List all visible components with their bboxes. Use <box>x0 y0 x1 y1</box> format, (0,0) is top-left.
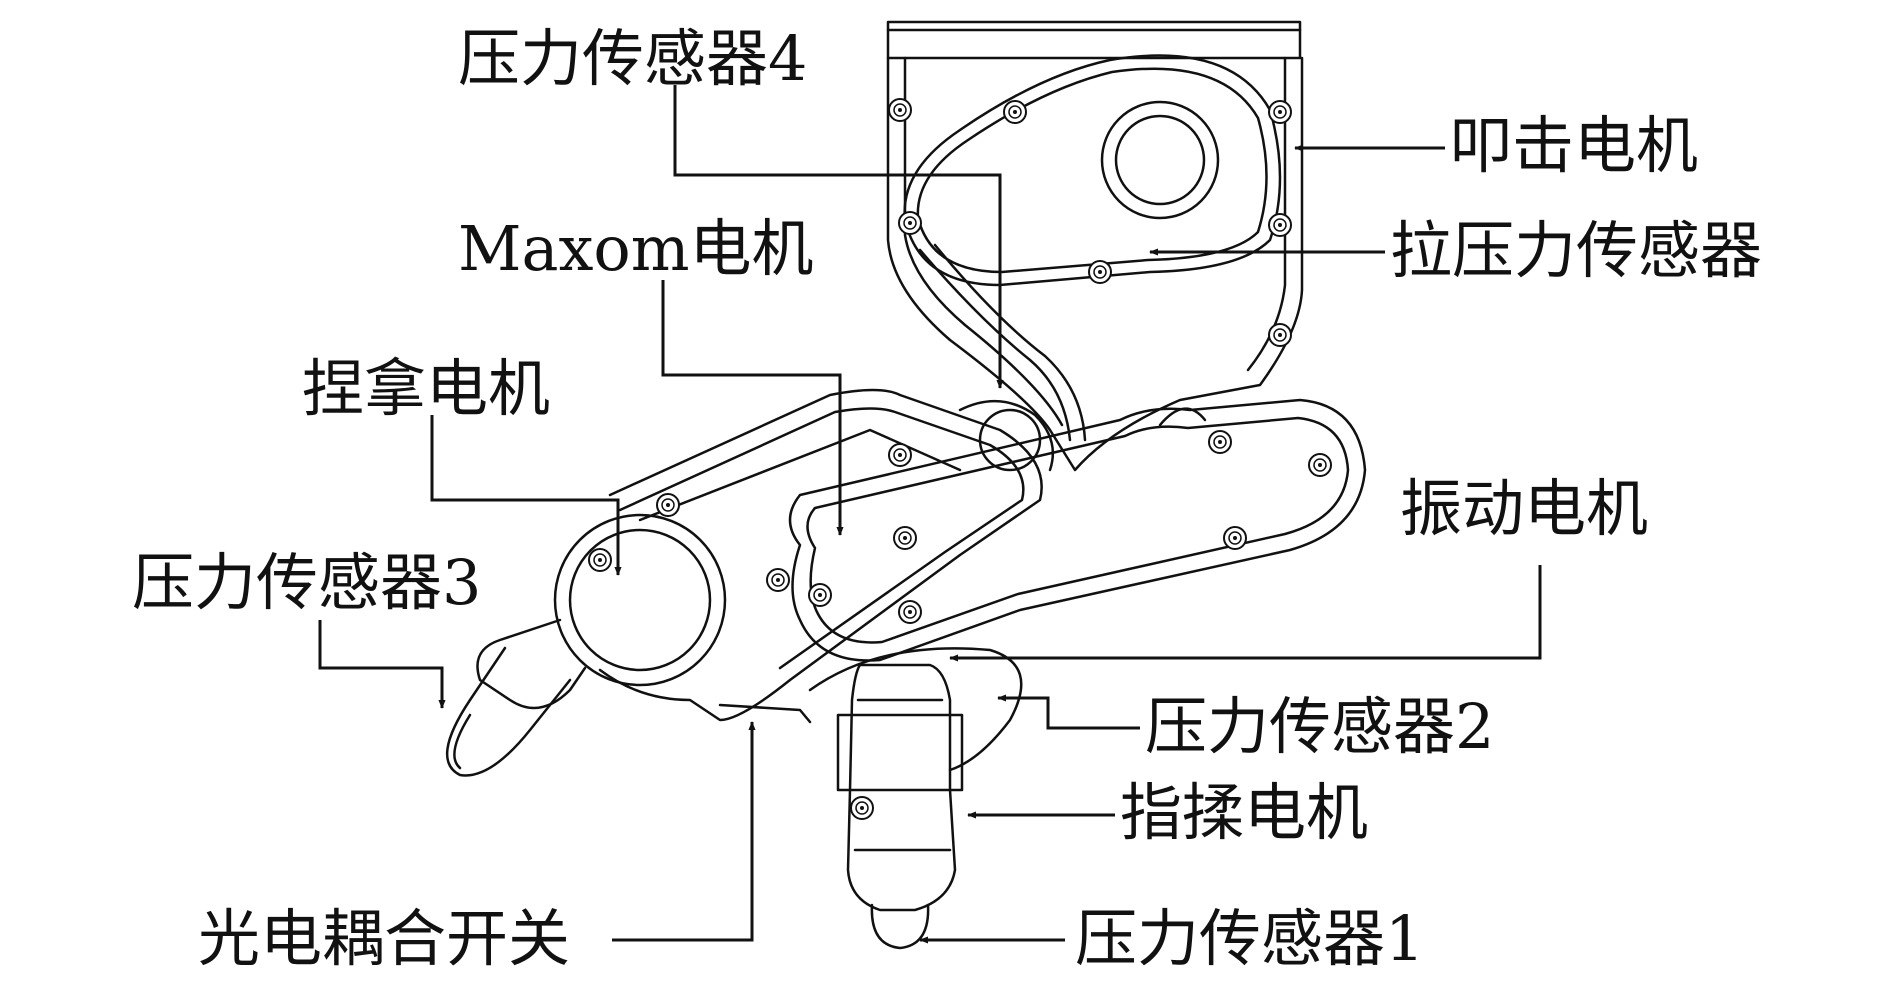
leader-photo-coupler <box>612 721 756 942</box>
pinch-arm <box>445 388 1043 777</box>
leader-pressure-sensor-3 <box>318 620 446 709</box>
guide-arc <box>808 647 1023 772</box>
photo-coupler <box>718 703 812 724</box>
leader-maxon-motor <box>661 280 844 536</box>
finger-knead-motor <box>836 663 964 950</box>
leader-vibration-motor <box>949 565 1542 662</box>
leader-pinch-motor <box>430 415 622 576</box>
label-finger-knead-motor: 指揉电机 <box>1120 776 1369 849</box>
label-pressure-sensor-1: 压力传感器1 <box>1075 902 1425 975</box>
leader-pressure-sensor-2 <box>997 694 1140 730</box>
label-pinch-motor: 捏拿电机 <box>302 352 551 425</box>
vibration-arm <box>788 398 1367 662</box>
label-pressure-sensor-4: 压力传感器4 <box>458 22 808 95</box>
label-maxon-motor: Maxom电机 <box>458 212 814 285</box>
label-vibration-motor: 振动电机 <box>1400 472 1649 545</box>
leader-lines <box>318 85 1542 944</box>
percussion-housing <box>886 20 1304 472</box>
label-photo-coupler-switch: 光电耦合开关 <box>198 902 571 975</box>
label-tension-sensor: 拉压力传感器 <box>1390 214 1763 287</box>
label-pressure-sensor-2: 压力传感器2 <box>1145 690 1495 763</box>
label-pressure-sensor-3: 压力传感器3 <box>132 546 482 619</box>
leader-pressure-sensor-4 <box>673 85 1004 389</box>
label-percussion-motor: 叩击电机 <box>1450 109 1699 182</box>
